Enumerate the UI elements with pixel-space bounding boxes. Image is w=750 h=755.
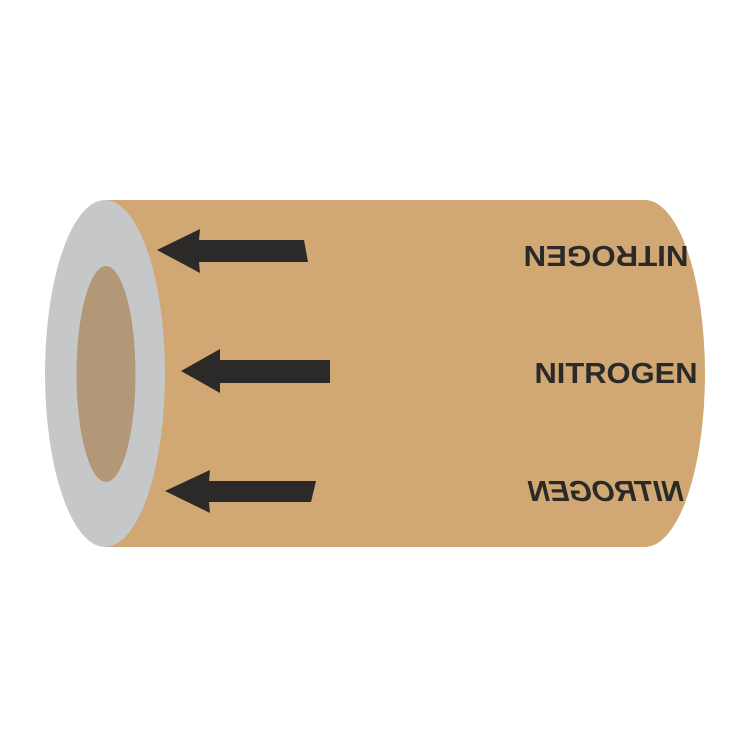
label-middle: NITROGEN [535,358,698,390]
pipe-inner-hole [76,266,136,482]
arrow-left-icon [165,470,316,513]
arrow-left-icon [181,349,330,393]
label-bottom-mirrored: NITROGEN [524,475,687,507]
arrow-left-icon [157,229,308,273]
label-top-inverted: NITROGEN [524,239,689,271]
pipe-body [105,200,705,547]
